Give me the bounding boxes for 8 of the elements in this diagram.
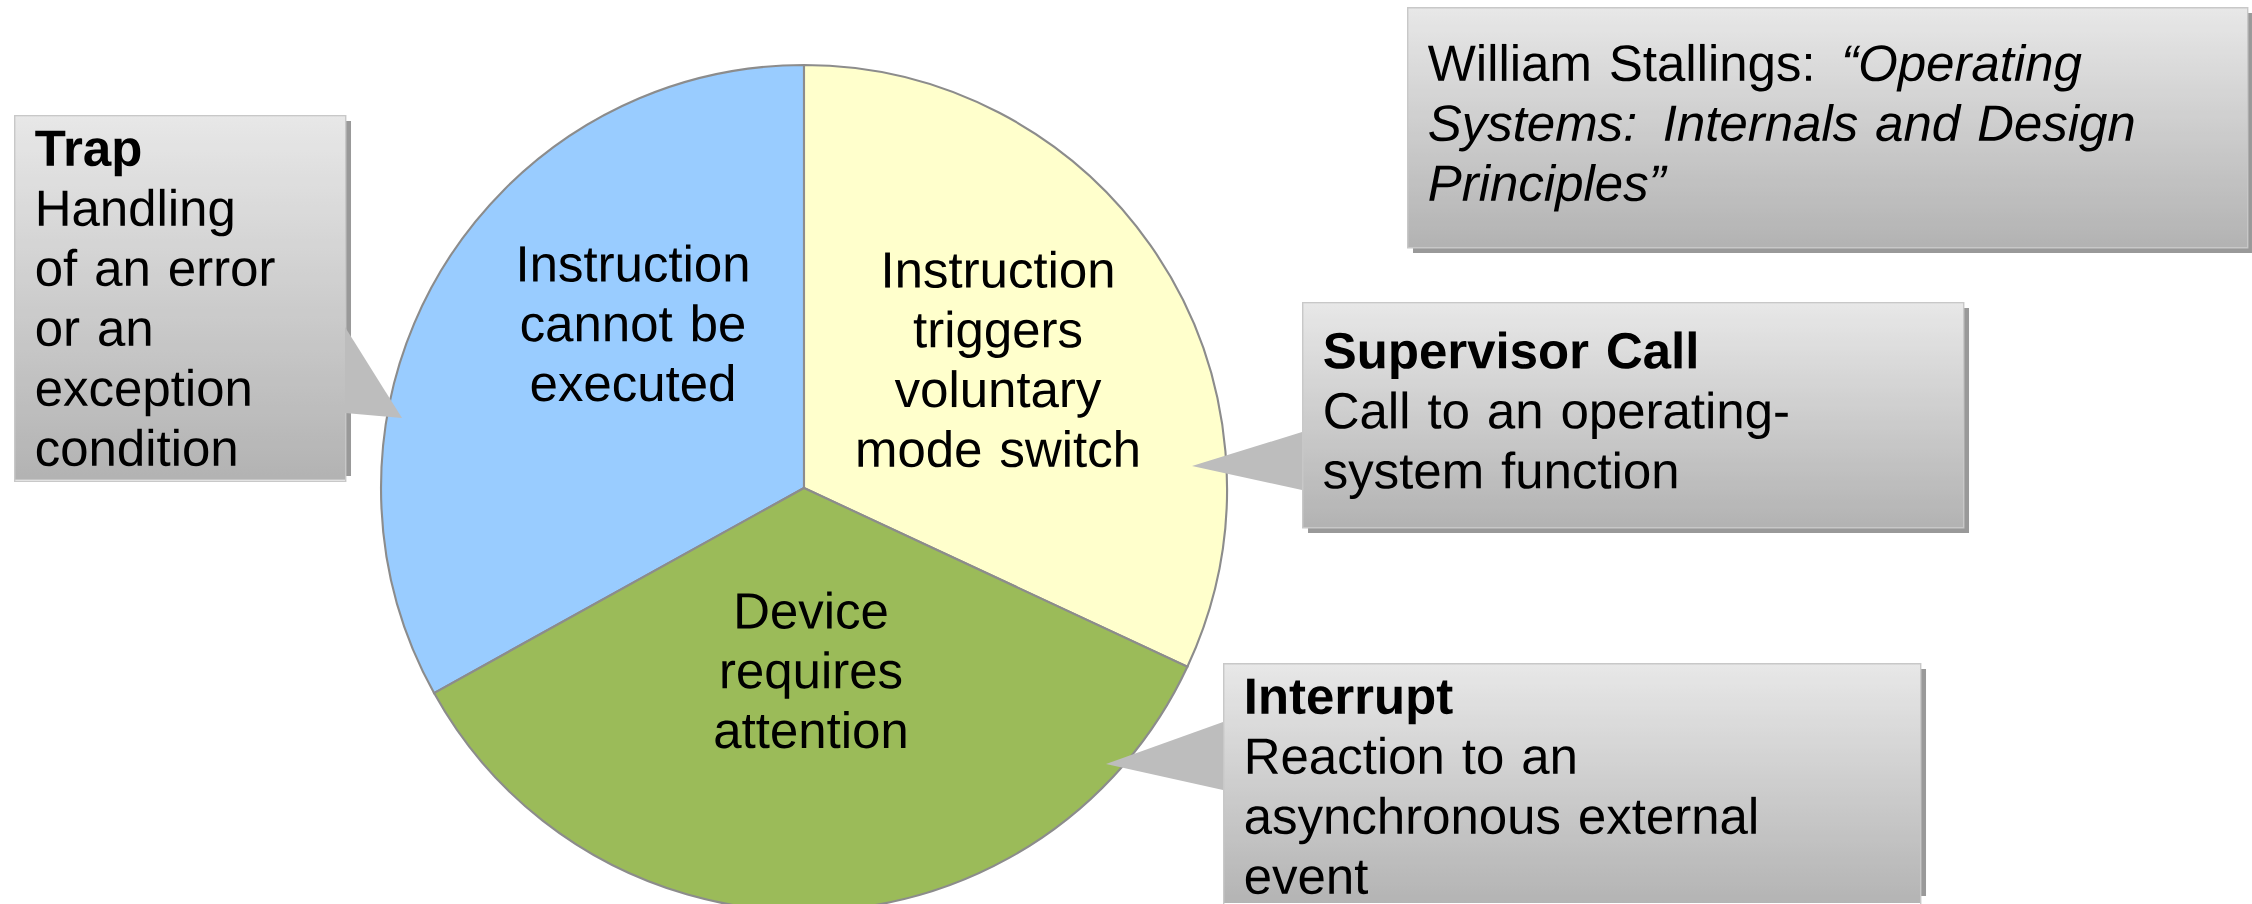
callout-box: Trap Handling of an error or an exception condition bbox=[14, 115, 351, 482]
callout-pointer bbox=[345, 327, 402, 418]
callout-box: Interrupt Reaction to an asynchronous external event bbox=[1223, 662, 1927, 904]
pie-slice: Device requires attention bbox=[433, 486, 1189, 904]
callout-box: William Stallings: “Operating Systems: Internals and Design Principles” bbox=[1407, 7, 2252, 253]
callout-pointer bbox=[1106, 722, 1223, 790]
callout-pointer bbox=[1192, 432, 1302, 490]
callout-box: Supervisor Call Call to an operating-system function bbox=[1302, 301, 1969, 533]
